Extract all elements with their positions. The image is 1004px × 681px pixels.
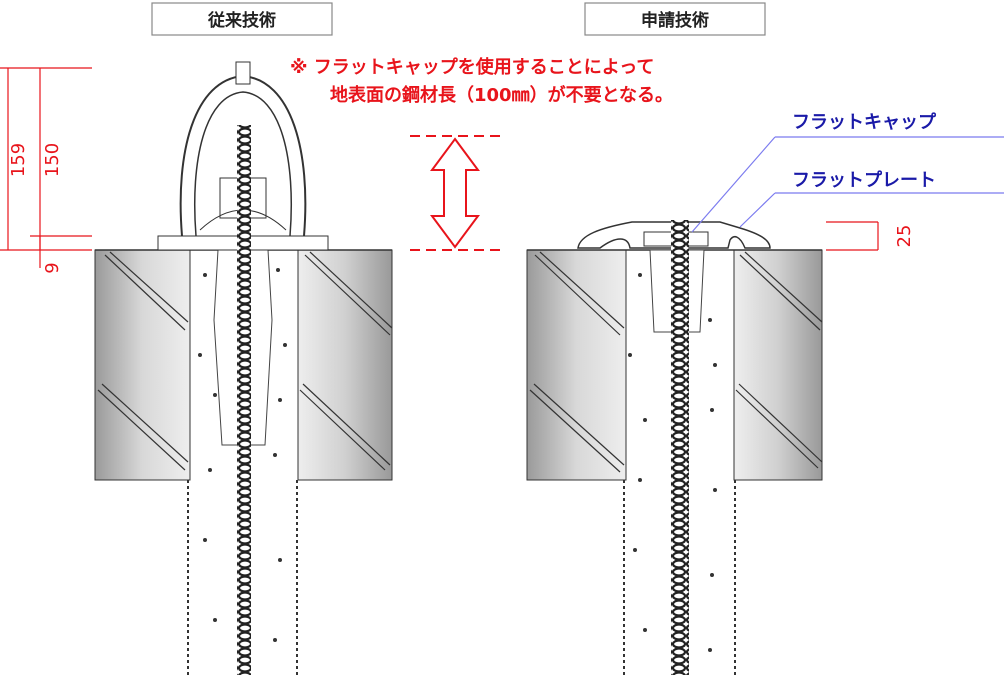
dimension-159: 159: [8, 143, 29, 177]
title-conventional-text: 従来技術: [207, 10, 276, 31]
dimension-150: 150: [42, 143, 63, 177]
dimension-25: 25: [894, 225, 915, 248]
difference-arrow: [410, 135, 500, 251]
title-proposed: 申請技術: [584, 2, 766, 36]
conventional-anchor: [157, 61, 329, 675]
rebar: [671, 220, 689, 675]
note-line-2: 地表面の鋼材長（100㎜）が不要となる。: [330, 84, 673, 106]
conventional-dimensions: [0, 67, 92, 268]
proposed-ground: [526, 249, 823, 675]
dimension-9: 9: [42, 262, 63, 273]
conventional-ground: [94, 249, 393, 675]
proposed-anchor: [577, 220, 771, 675]
label-flat-cap: フラットキャップ: [792, 111, 937, 133]
note-line-1: ※ フラットキャップを使用することによって: [290, 56, 654, 78]
proposed-dimension: [826, 221, 879, 251]
leaders: [691, 136, 1004, 233]
rebar: [237, 125, 251, 675]
title-conventional: 従来技術: [151, 2, 333, 36]
label-flat-plate: フラットプレート: [792, 169, 936, 191]
title-proposed-text: 申請技術: [641, 10, 709, 31]
